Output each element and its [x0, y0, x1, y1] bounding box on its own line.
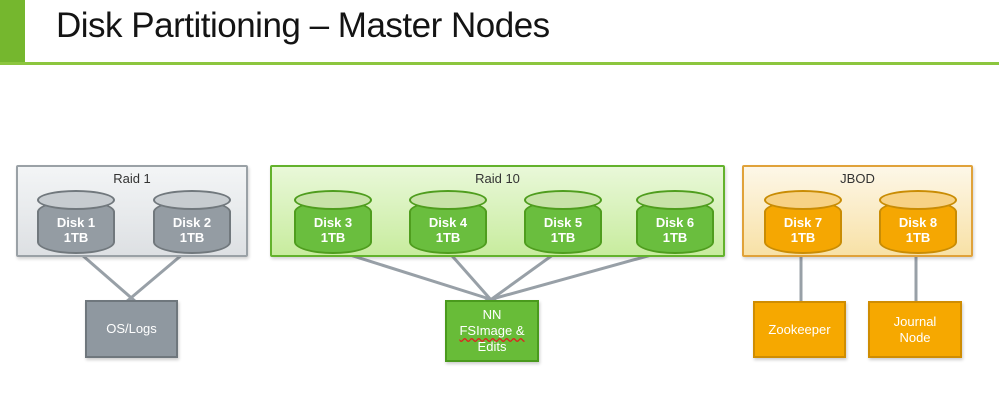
disk-6-cylinder: Disk 6 1TB [636, 190, 714, 254]
disk-6-top [636, 190, 714, 210]
group-jbod-label: JBOD [840, 171, 875, 186]
group-raid1-label: Raid 1 [113, 171, 151, 186]
node-nn-line1: NN [482, 307, 502, 322]
disk-4-name: Disk 4 [428, 215, 468, 230]
group-raid1: Raid 1 Disk 1 1TB Disk 2 1TB [16, 165, 248, 257]
disk-2-label: Disk 2 1TB [153, 215, 231, 245]
disk-1-cylinder: Disk 1 1TB [37, 190, 115, 254]
disk-8-top [879, 190, 957, 210]
disk-5-name: Disk 5 [543, 215, 583, 230]
disk-8-cylinder: Disk 8 1TB [879, 190, 957, 254]
disk-4-label: Disk 4 1TB [409, 215, 487, 245]
group-jbod: JBOD Disk 7 1TB Disk 8 1TB [742, 165, 973, 257]
node-os-logs-label: OS/Logs [106, 321, 157, 336]
node-journal-node-label: Journal Node [893, 313, 937, 345]
node-os-logs: OS/Logs [85, 300, 178, 358]
disk-3-label: Disk 3 1TB [294, 215, 372, 245]
node-journal-node: Journal Node [868, 301, 962, 358]
accent-bar [0, 0, 25, 62]
disk-2-cylinder: Disk 2 1TB [153, 190, 231, 254]
disk-3-size: 1TB [320, 230, 346, 245]
disk-4-top [409, 190, 487, 210]
disk-7-size: 1TB [790, 230, 816, 245]
node-nn-line3: Edits [477, 339, 507, 354]
disk-4-cylinder: Disk 4 1TB [409, 190, 487, 254]
node-zookeeper: Zookeeper [753, 301, 846, 358]
disk-7-cylinder: Disk 7 1TB [764, 190, 842, 254]
disk-7-top [764, 190, 842, 210]
disk-3-name: Disk 3 [313, 215, 353, 230]
disk-5-size: 1TB [550, 230, 576, 245]
disk-5-top [524, 190, 602, 210]
disk-1-label: Disk 1 1TB [37, 215, 115, 245]
disk-2-name: Disk 2 [172, 215, 212, 230]
page-title: Disk Partitioning – Master Nodes [56, 6, 550, 45]
disk-1-name: Disk 1 [56, 215, 96, 230]
disk-6-size: 1TB [662, 230, 688, 245]
disk-8-size: 1TB [905, 230, 931, 245]
disk-6-label: Disk 6 1TB [636, 215, 714, 245]
group-raid10-label: Raid 10 [475, 171, 520, 186]
node-nn-fsimage-edits: NN FSImage & Edits [445, 300, 539, 362]
disk-2-top [153, 190, 231, 210]
disk-2-size: 1TB [179, 230, 205, 245]
disk-3-top [294, 190, 372, 210]
disk-5-label: Disk 5 1TB [524, 215, 602, 245]
disk-7-name: Disk 7 [783, 215, 823, 230]
disk-7-label: Disk 7 1TB [764, 215, 842, 245]
disk-1-size: 1TB [63, 230, 89, 245]
disk-3-cylinder: Disk 3 1TB [294, 190, 372, 254]
title-rule [0, 62, 999, 65]
node-nn-line2: FSImage & [459, 323, 525, 338]
node-zookeeper-label: Zookeeper [768, 321, 831, 337]
disk-8-name: Disk 8 [898, 215, 938, 230]
disk-1-top [37, 190, 115, 210]
disk-6-name: Disk 6 [655, 215, 695, 230]
group-raid10: Raid 10 Disk 3 1TB Disk 4 1TB Disk 5 1TB [270, 165, 725, 257]
disk-5-cylinder: Disk 5 1TB [524, 190, 602, 254]
disk-4-size: 1TB [435, 230, 461, 245]
disk-8-label: Disk 8 1TB [879, 215, 957, 245]
